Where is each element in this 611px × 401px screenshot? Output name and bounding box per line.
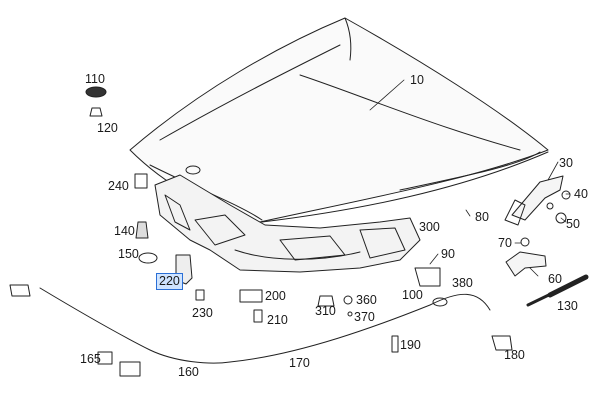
part-label-10: 10 [410,73,424,87]
part-label-50: 50 [566,217,580,231]
part-label-370: 370 [354,310,375,324]
part-label-200: 200 [265,289,286,303]
leader-lines [369,79,571,277]
release-cable-part [9,284,513,377]
part-label-80: 80 [475,210,489,224]
part-label-70: 70 [498,236,512,250]
lock-part [414,267,448,307]
clip-parts [317,295,353,317]
gas-strut-part [526,274,589,307]
part-label-30: 30 [559,156,573,170]
hood-insulation-part [154,174,421,273]
hood-hinge-part [504,175,571,226]
small-parts-left [134,173,158,264]
safety-catch-part [239,289,263,323]
part-label-130: 130 [557,299,578,313]
part-label-100: 100 [402,288,423,302]
part-label-160: 160 [178,365,199,379]
part-label-170: 170 [289,356,310,370]
part-label-110: 110 [85,72,105,86]
part-label-220-highlighted[interactable]: 220 [156,273,183,290]
strut-bracket-part [505,237,547,277]
part-label-360: 360 [356,293,377,307]
part-label-300: 300 [419,220,440,234]
part-label-210: 210 [267,313,288,327]
part-label-140: 140 [114,224,135,238]
part-label-120: 120 [97,121,118,135]
part-label-230: 230 [192,306,213,320]
part-label-180: 180 [504,348,525,362]
part-label-150: 150 [118,247,139,261]
emblem-part [85,86,107,117]
part-label-380: 380 [452,276,473,290]
part-label-165: 165 [80,352,101,366]
part-label-40: 40 [574,187,588,201]
part-label-240: 240 [108,179,129,193]
part-label-310: 310 [315,304,336,318]
part-label-190: 190 [400,338,421,352]
part-label-90: 90 [441,247,455,261]
part-label-60: 60 [548,272,562,286]
